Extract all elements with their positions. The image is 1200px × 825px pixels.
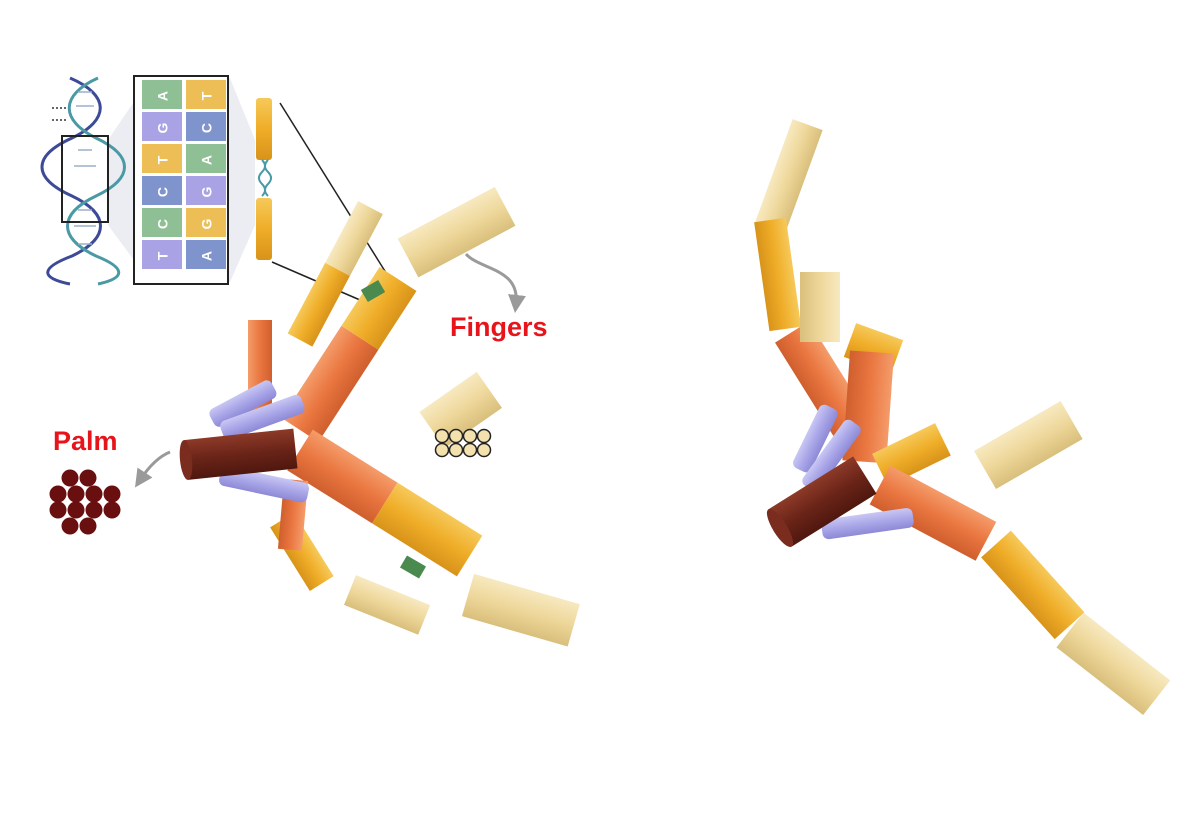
zoom-line-top [279,102,389,277]
left-origami-hand [179,186,580,647]
fingers-label: Fingers [450,312,548,342]
base-letter: T [199,91,215,100]
curved-arrow-icon [464,252,526,313]
helix-end [462,442,478,458]
base-block [142,208,182,237]
base-letter: A [199,251,215,261]
double-helix-icon [40,76,126,286]
helix-zoom-box [61,135,109,223]
base-letter: A [199,155,215,165]
base-letter: C [199,123,215,133]
base-letter: G [199,186,215,197]
base-letter: C [155,219,171,229]
base-block [186,240,226,269]
palm-helix-end [79,517,97,535]
base-block [142,240,182,269]
base-block [142,80,182,109]
palm-helix-end [79,469,97,487]
fingers-cross-section [419,371,502,458]
linked-helix-rod [256,98,272,260]
helix-end [448,428,464,444]
base-letter: A [155,91,171,101]
palm-helix-end [103,485,121,503]
palm-helix-end [85,501,103,519]
base-block [142,176,182,205]
helix-end [434,442,450,458]
base-block [186,144,226,173]
right-origami-hand [754,119,1171,716]
palm-helix-end [49,485,67,503]
base-block [142,112,182,141]
palm-helix-end [61,517,79,535]
staple-patch [399,555,427,579]
base-block [186,176,226,205]
base-letter: C [155,187,171,197]
dna-inset: A G T C C T T C A G G A [40,75,389,301]
palm-helix-end [61,469,79,487]
curved-arrow-icon [135,450,171,488]
base-block [186,208,226,237]
base-letter: T [155,251,171,260]
palm-helix-end [103,501,121,519]
helix-end [476,428,492,444]
palm-cross-section [49,469,121,535]
base-letter: T [155,155,171,164]
palm-helix-end [85,485,103,503]
base-block [186,80,226,109]
base-letter: G [199,218,215,229]
sequence-panel: A G T C C T T C A G G A [133,75,229,285]
palm-helix-end [49,501,67,519]
helix-end [462,428,478,444]
palm-helix-end [67,501,85,519]
base-letter: G [155,122,171,133]
palm-helix-end [67,485,85,503]
base-block [186,112,226,141]
palm-label: Palm [53,426,118,456]
staple-patch [360,279,386,303]
base-block [142,144,182,173]
helix-end [448,442,464,458]
helix-end [434,428,450,444]
helix-end [476,442,492,458]
